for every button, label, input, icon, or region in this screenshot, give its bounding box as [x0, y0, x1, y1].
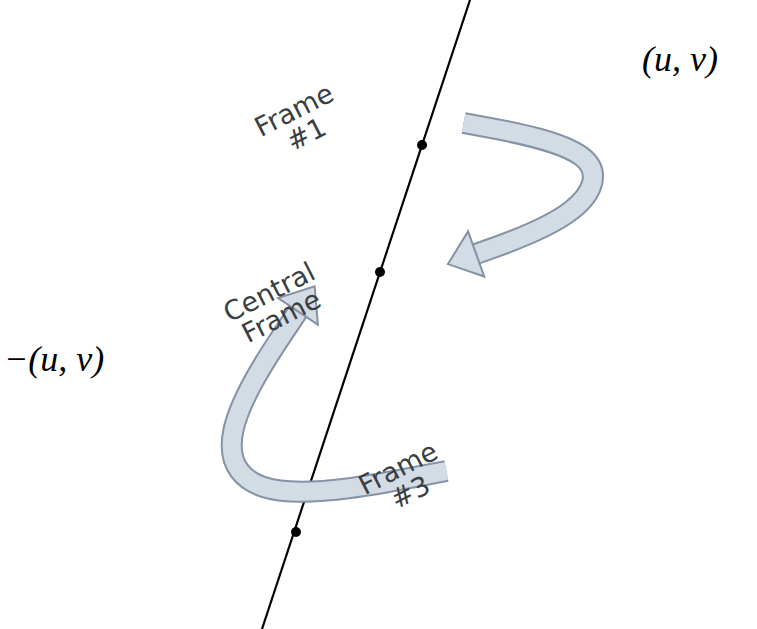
- frame-label: Frame #3: [354, 437, 453, 523]
- slab-outline: [150, 214, 538, 374]
- slab-shape: [150, 30, 542, 216]
- frame-slab: Frame #3: [172, 378, 564, 564]
- slab-shape: [150, 212, 542, 398]
- slab-side: [385, 282, 538, 392]
- frame-slab: Frame #1: [150, 30, 542, 216]
- slab-top: [172, 380, 560, 540]
- frame-label: Central Frame: [219, 258, 331, 351]
- motion-vector-label: −(u, v): [4, 338, 104, 380]
- track-point: [417, 140, 427, 150]
- slab-outline: [172, 380, 560, 540]
- motion-vector-label: (u, v): [642, 38, 718, 80]
- slab-outline: [150, 32, 538, 192]
- slab-top: [150, 214, 538, 374]
- track-point: [291, 527, 301, 537]
- flow-arrow: [448, 123, 593, 277]
- slab-side: [385, 100, 538, 210]
- frame-slab: Central Frame: [150, 212, 542, 398]
- track-point: [375, 267, 385, 277]
- slab-top: [150, 32, 538, 192]
- frame-label: Frame #1: [250, 79, 349, 165]
